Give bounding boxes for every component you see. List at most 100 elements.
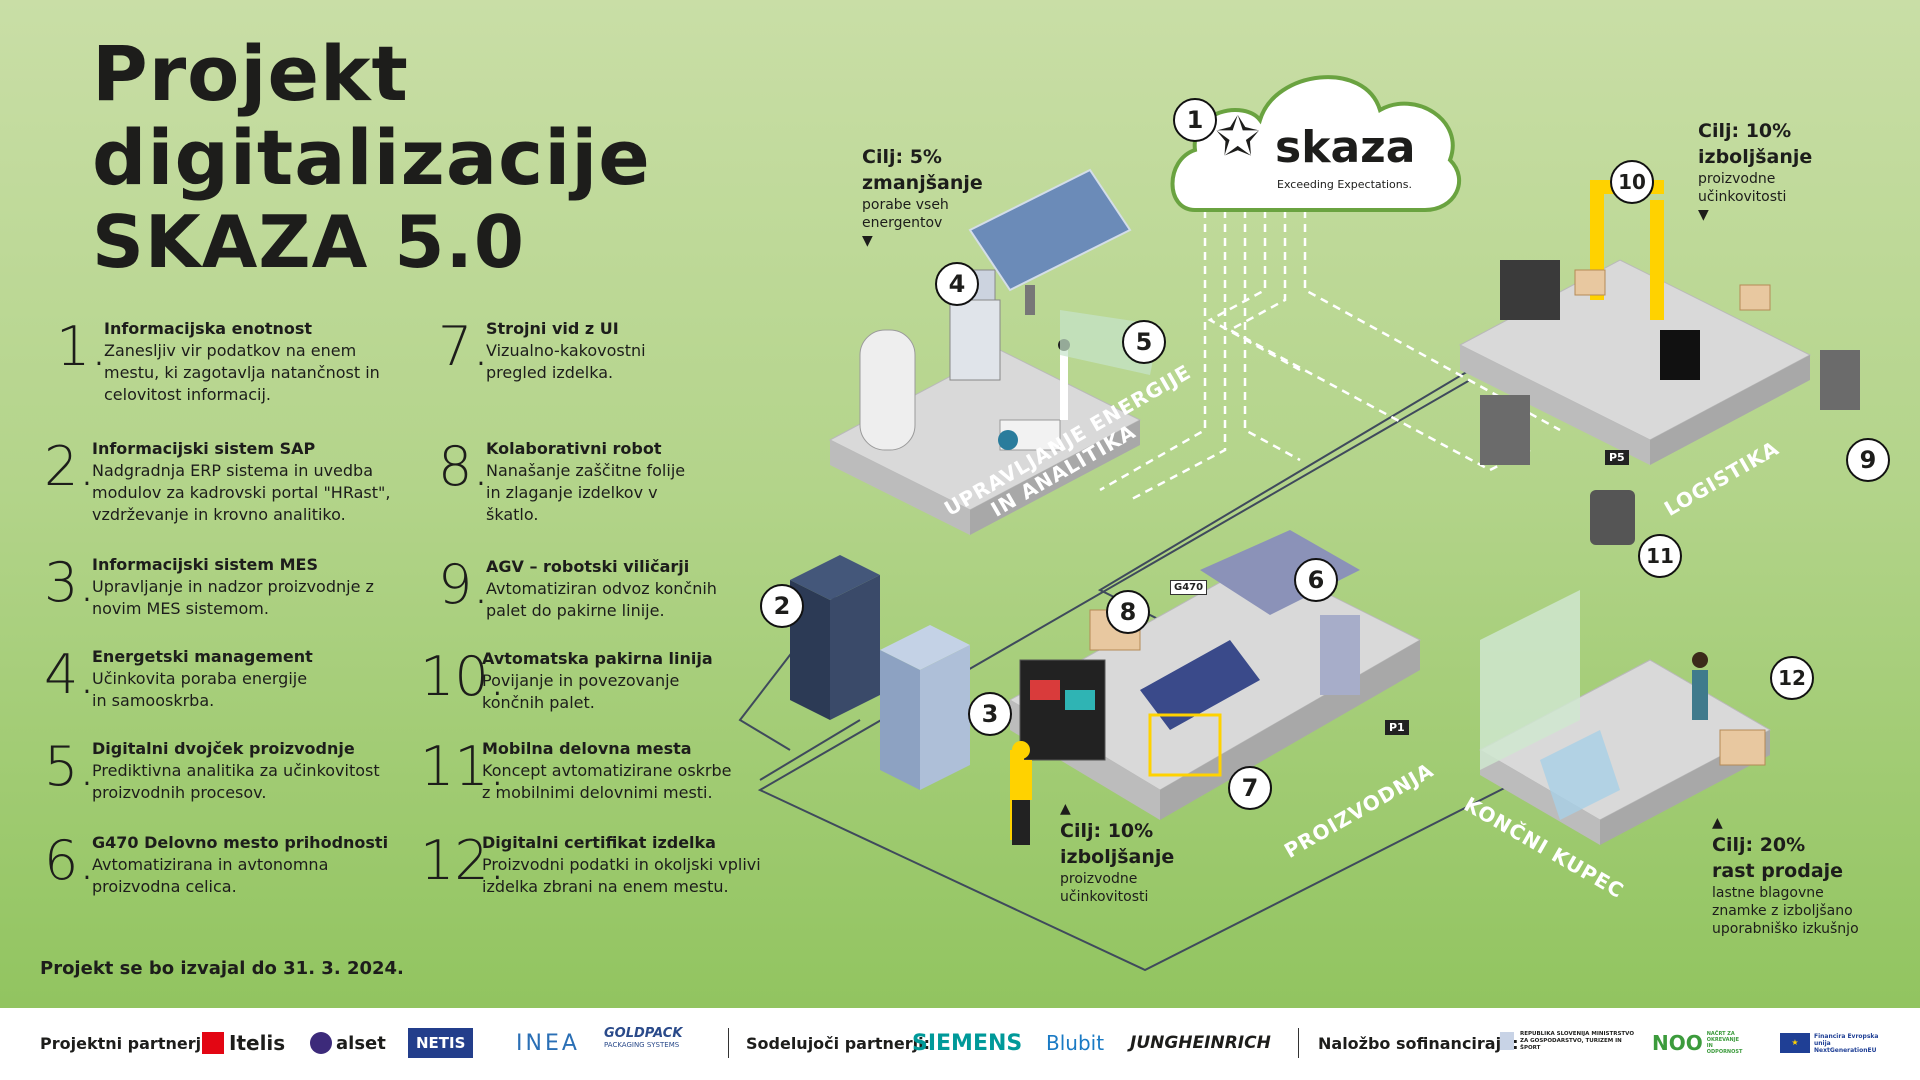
item-description: Povijanje in povezovanje končnih palet. (482, 671, 680, 712)
server-racks (790, 555, 970, 790)
goal-energy: Cilj: 5% zmanjšanje porabe vseh energent… (862, 144, 992, 250)
badge-8: 8 (1106, 590, 1150, 634)
badge-7: 7 (1228, 766, 1272, 810)
item-number: 1. (56, 315, 108, 378)
item-heading: Avtomatska pakirna linija (482, 649, 713, 668)
logistics-platform (1458, 180, 1860, 545)
ministry-logo[interactable]: REPUBLIKA SLOVENIJA MINISTRSTVO ZA GOSPO… (1500, 1026, 1640, 1056)
goal-text: lastne blagovne znamke z izboljšano upor… (1712, 885, 1859, 937)
item-number: 12. (420, 829, 506, 892)
eu-logo[interactable]: ★ Financira Evropska unija NextGeneratio… (1780, 1028, 1884, 1058)
badge-9: 9 (1846, 438, 1890, 482)
brand-tagline: Exceeding Expectations. (1277, 178, 1412, 191)
item-description: Nanašanje zaščitne folije in zlaganje iz… (486, 461, 686, 524)
title-line-2: digitalizacije (92, 113, 651, 202)
goal-arrow-icon: ▼ (1698, 207, 1709, 223)
item-heading: Informacijski sistem SAP (92, 439, 316, 458)
page-title: Projekt digitalizacije SKAZA 5.0 (92, 32, 651, 285)
floor-tag-p5: P5 (1605, 450, 1629, 465)
item-number: 2. (44, 435, 96, 498)
funding-label: Naložbo sofinancirajo: (1318, 1034, 1519, 1053)
item-number: 5. (44, 735, 96, 798)
item-description: Zanesljiv vir podatkov na enem mestu, ki… (104, 341, 380, 404)
item-number: 9. (438, 553, 490, 616)
infographic-illustration (738, 168, 1860, 972)
coop-label: Sodelujoči partnerji: (746, 1034, 930, 1053)
goal-text: porabe vseh energentov (862, 197, 949, 231)
goal-arrow-icon: ▼ (862, 233, 873, 249)
noo-logo[interactable]: NOO NAČRT ZA OKREVANJE IN ODPORNOST (1652, 1028, 1747, 1058)
item-description: Prediktivna analitika za učinkovitost pr… (92, 761, 380, 802)
goal-text: proizvodne učinkovitosti (1698, 171, 1787, 205)
goal-subtitle: rast prodaje (1712, 860, 1844, 882)
item-heading: Kolaborativni robot (486, 439, 662, 458)
customer-platform (1478, 590, 1772, 845)
goal-production: ▲ Cilj: 10% izboljšanje proizvodne učink… (1060, 800, 1190, 906)
noo-name: NOO (1652, 1031, 1703, 1055)
item-number: 7. (438, 315, 490, 378)
badge-6: 6 (1294, 558, 1338, 602)
list-item: 11. Mobilna delovna mesta Koncept avtoma… (420, 738, 800, 804)
list-item: 2. Informacijski sistem SAP Nadgradnja E… (44, 438, 424, 526)
partner-name: alset (336, 1032, 386, 1054)
goal-title: Cilj: 10% (1060, 820, 1154, 842)
ministry-name: REPUBLIKA SLOVENIJA MINISTRSTVO ZA GOSPO… (1520, 1030, 1635, 1051)
item-heading: G470 Delovno mesto prihodnosti (92, 833, 389, 852)
badge-11: 11 (1638, 534, 1682, 578)
skaza-star-icon: ✩ (1215, 105, 1261, 168)
item-heading: AGV – robotski viličarji (486, 557, 690, 576)
coop-logo-jungheinrich[interactable]: JUNGHEINRICH (1130, 1028, 1271, 1058)
item-description: Avtomatiziran odvoz končnih palet do pak… (486, 579, 717, 620)
item-description: Koncept avtomatizirane oskrbe z mobilnim… (482, 761, 732, 802)
item-heading: Mobilna delovna mesta (482, 739, 692, 758)
list-item: 1. Informacijska enotnost Zanesljiv vir … (56, 318, 436, 406)
item-heading: Digitalni dvojček proizvodnje (92, 739, 355, 758)
partner-logo-inea[interactable]: INEA (516, 1028, 580, 1058)
item-heading: Informacijski sistem MES (92, 555, 318, 574)
list-item: 4. Energetski management Učinkovita pora… (44, 646, 424, 712)
eu-text: Financira Evropska unija NextGenerationE… (1814, 1032, 1879, 1054)
partner-logo-itelis[interactable]: Itelis (202, 1028, 285, 1058)
goal-subtitle: zmanjšanje (862, 172, 983, 194)
item-number: 8. (438, 435, 490, 498)
item-number: 11. (420, 735, 506, 798)
partner-name: NETIS (416, 1034, 466, 1052)
badge-12: 12 (1770, 656, 1814, 700)
item-description: Vizualno-kakovostni pregled izdelka. (486, 341, 646, 382)
partner-logo-alset[interactable]: alset (310, 1028, 386, 1058)
item-heading: Energetski management (92, 647, 313, 666)
goal-text: proizvodne učinkovitosti (1060, 871, 1149, 905)
itelis-icon (202, 1032, 224, 1054)
coop-logo-siemens[interactable]: SIEMENS (912, 1028, 1022, 1058)
divider (1298, 1028, 1299, 1058)
list-item: 8. Kolaborativni robot Nanašanje zaščitn… (438, 438, 818, 526)
partner-name: Itelis (229, 1031, 286, 1055)
badge-3: 3 (968, 692, 1012, 736)
goal-title: Cilj: 10% (1698, 120, 1792, 142)
item-description: Proizvodni podatki in okoljski vplivi iz… (482, 855, 761, 896)
cloud: ✩ skaza Exceeding Expectations. (1165, 50, 1470, 215)
list-item: 7. Strojni vid z UI Vizualno-kakovostni … (438, 318, 818, 384)
coop-logo-blubit[interactable]: Blubit (1046, 1028, 1104, 1058)
divider (728, 1028, 729, 1058)
item-heading: Digitalni certifikat izdelka (482, 833, 716, 852)
slovenia-crest-icon (1500, 1032, 1514, 1050)
partner-name: Blubit (1046, 1031, 1105, 1055)
list-item: 6. G470 Delovno mesto prihodnosti Avtoma… (44, 832, 424, 898)
item-description: Nadgradnja ERP sistema in uvedba modulov… (92, 461, 391, 524)
item-number: 3. (44, 551, 96, 614)
goal-subtitle: izboljšanje (1060, 846, 1175, 868)
badge-4: 4 (935, 262, 979, 306)
noo-subtitle: NAČRT ZA OKREVANJE IN ODPORNOST (1706, 1031, 1743, 1055)
list-item: 10. Avtomatska pakirna linija Povijanje … (420, 648, 800, 714)
partner-logo-goldpack[interactable]: GOLDPACK PACKAGING SYSTEMS (604, 1026, 682, 1056)
goal-arrow-icon: ▲ (1712, 815, 1723, 831)
goal-customer: ▲ Cilj: 20% rast prodaje lastne blagovne… (1712, 814, 1862, 938)
partner-name: SIEMENS (912, 1030, 1023, 1056)
item-number: 10. (420, 645, 506, 708)
worker-figure (1010, 760, 1032, 800)
partner-logo-netis[interactable]: NETIS (408, 1028, 474, 1058)
item-number: 4. (44, 643, 96, 706)
item-heading: Strojni vid z UI (486, 319, 619, 338)
floor-tag-p1: P1 (1385, 720, 1409, 735)
